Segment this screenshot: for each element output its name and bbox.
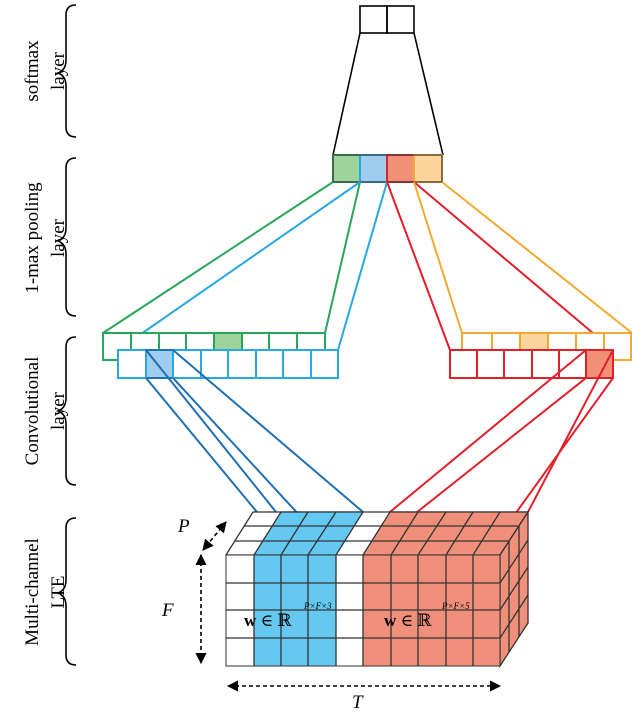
input-tensor	[224, 509, 530, 669]
pooling-layer	[332, 154, 443, 183]
formula-blue: w ∈ ℝ P×F×3	[244, 601, 332, 630]
conv-to-input-lines	[145, 349, 614, 556]
pool-cell-red	[386, 154, 415, 183]
cube-top-face	[224, 511, 530, 556]
green-lines	[102, 181, 361, 334]
input-label-line2: LTE	[48, 575, 69, 608]
svg-text:P×F×3: P×F×3	[303, 601, 332, 611]
conv-layer	[102, 332, 632, 380]
orange-lines	[413, 181, 632, 334]
blue-filter-lines	[145, 349, 364, 556]
softmax-label-line1: softmax	[22, 40, 43, 102]
f-axis-label: F	[161, 600, 174, 621]
pooling-label-line1: 1-max pooling	[22, 182, 43, 294]
brace-softmax	[55, 4, 77, 138]
softmax-node-2	[386, 5, 415, 34]
dimension-arrows	[195, 521, 502, 692]
conv-map-red	[449, 349, 614, 379]
svg-text:P×F×5: P×F×5	[441, 601, 470, 611]
svg-text:w ∈ ℝ: w ∈ ℝ	[384, 611, 432, 630]
softmax-connector	[332, 32, 444, 156]
brace-input	[55, 517, 77, 666]
pooling-label-line2: layer	[48, 218, 69, 257]
input-label-line1: Multi-channel	[22, 538, 43, 646]
layer-labels: softmax layer 1-max pooling layer Convol…	[22, 40, 69, 646]
cube-front-face	[225, 554, 501, 667]
cube-right-face	[499, 509, 529, 669]
t-axis-label: T	[352, 692, 364, 712]
conv-label-line2: layer	[48, 391, 69, 430]
red-filter-lines	[362, 349, 614, 556]
softmax-node-1	[359, 5, 388, 34]
softmax-layer	[332, 5, 444, 156]
brace-conv	[55, 336, 77, 486]
softmax-label-line2: layer	[48, 51, 69, 90]
p-arrow	[202, 521, 227, 551]
brace-pooling	[55, 157, 77, 317]
p-axis-label: P	[177, 516, 190, 537]
svg-text:w ∈ ℝ: w ∈ ℝ	[244, 611, 292, 630]
red-lines	[386, 181, 614, 351]
formula-red: w ∈ ℝ P×F×5	[384, 601, 470, 630]
pool-cell-orange	[413, 154, 443, 183]
conv-map-blue	[117, 348, 339, 380]
blue-lines	[117, 181, 388, 351]
pool-cell-green	[332, 154, 361, 183]
layer-braces	[55, 4, 77, 666]
pool-cell-blue	[359, 154, 388, 183]
pool-to-conv-lines	[102, 181, 632, 351]
conv-label-line1: Convolutional	[22, 357, 43, 466]
